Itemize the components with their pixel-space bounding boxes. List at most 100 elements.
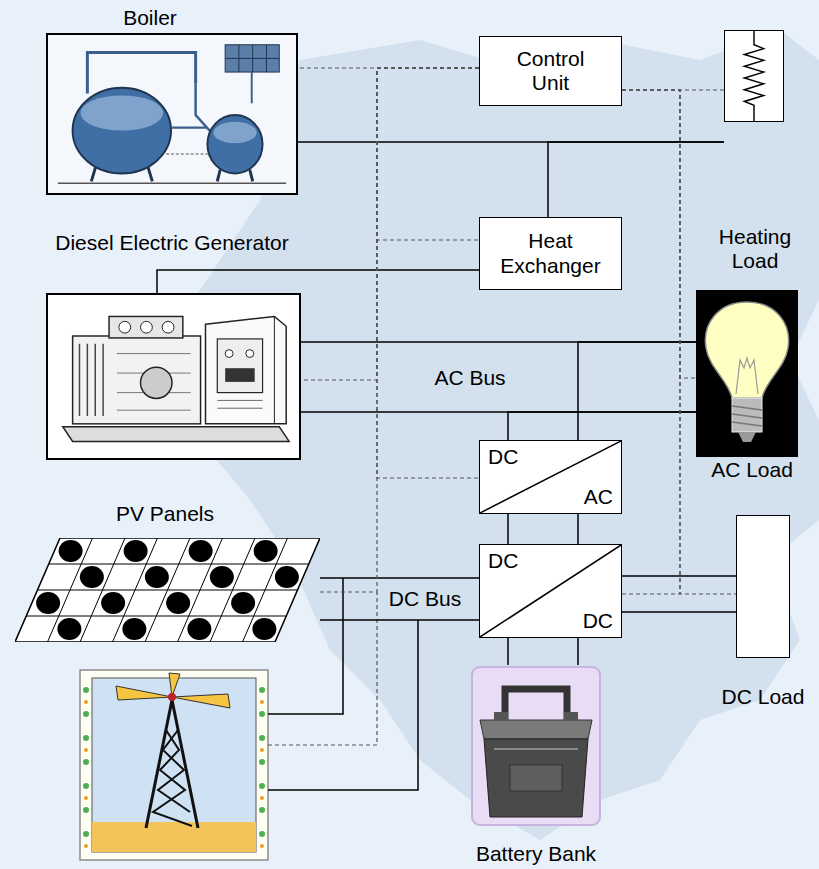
drawing-part: [260, 700, 264, 704]
drawing-part: [83, 711, 89, 717]
drawing-part: [225, 45, 279, 72]
drawing-part: [83, 831, 89, 837]
component-label: Battery Bank: [455, 842, 617, 866]
drawing-part: [153, 730, 192, 826]
drawing-part: [92, 822, 256, 852]
drawing-part: [48, 538, 93, 642]
drawing-part: [146, 700, 198, 828]
drawing-part: [84, 748, 88, 752]
box-label: Control Unit: [501, 47, 601, 95]
power-line: [577, 514, 579, 544]
drawing-part: [48, 295, 299, 458]
drawing-part: [259, 735, 265, 741]
converter-side-label: DC: [488, 549, 518, 573]
drawing-part: [472, 667, 600, 825]
drawing-part: [254, 540, 278, 562]
drawing-part: [260, 844, 264, 848]
drawing-part: [178, 538, 223, 642]
drawing-part: [168, 693, 176, 701]
drawing-part: [736, 358, 758, 394]
drawing-part: [166, 153, 210, 154]
drawing-part: [231, 592, 255, 614]
drawing-part: [58, 183, 286, 184]
control-signal-line: [377, 68, 479, 240]
drawing-part: [79, 344, 103, 416]
drawing-part: [480, 545, 621, 637]
component-label: Heating Load: [701, 225, 809, 273]
wind-turbine-picture: [80, 670, 268, 860]
heating-load-resistor: Heating Load: [724, 30, 784, 122]
drawing-part: [92, 678, 256, 852]
dc-load-box: DC Load: [736, 515, 790, 658]
drawing-part: [251, 72, 253, 103]
drawing-part: [696, 290, 798, 457]
drawing-part: [732, 398, 762, 432]
drawing-part: [84, 796, 88, 800]
drawing-part: [243, 538, 288, 642]
drawing-part: [87, 53, 195, 94]
drawing-part: [158, 730, 190, 812]
control-signal-line: [622, 90, 696, 378]
drawing-part: [83, 759, 89, 765]
pv-panel-array: PV Panels: [15, 538, 320, 642]
drawing-part: [80, 538, 125, 642]
drawing-part: [171, 84, 211, 133]
component-label: PV Panels: [90, 502, 240, 526]
control-signal-line: [622, 90, 680, 594]
drawing-part: [101, 592, 125, 614]
drawing-part: [48, 35, 296, 193]
drawing-part: [15, 538, 320, 642]
dc-dc-converter: DCDC: [479, 544, 622, 638]
drawing-part: [119, 321, 131, 333]
drawing-part: [259, 687, 265, 693]
battery-bank-picture: Battery Bank: [470, 665, 602, 833]
drawing-part: [744, 31, 763, 121]
control-signal-line: [320, 68, 479, 592]
power-line: [508, 412, 696, 440]
drawing-part: [732, 406, 762, 426]
drawing-part: [250, 170, 253, 182]
component-label: Diesel Electric Generator: [22, 231, 322, 255]
power-line: [577, 638, 579, 665]
drawing-part: [210, 566, 234, 588]
drawing-part: [83, 687, 265, 837]
power-line: [578, 342, 696, 440]
drawing-part: [259, 711, 265, 717]
drawing-part: [113, 538, 158, 642]
converter-side-label: DC: [488, 445, 518, 469]
drawing-part: [141, 321, 153, 333]
component-label: AC Load: [690, 458, 814, 482]
drawing-part: [57, 618, 81, 640]
power-line: [622, 611, 736, 613]
drawing-part: [246, 350, 254, 358]
drawing-part: [189, 540, 213, 562]
control-signal-line: [377, 68, 479, 478]
power-line: [548, 142, 724, 217]
drawing-part: [217, 400, 262, 408]
drawing-part: [705, 302, 788, 398]
drawing-part: [73, 88, 171, 174]
drawing-part: [116, 686, 172, 700]
drawing-part: [207, 115, 262, 174]
converter-side-label: AC: [584, 485, 613, 509]
drawing-part: [117, 354, 191, 411]
drawing-part: [59, 540, 83, 562]
pv-panel-array-drawing: [15, 538, 320, 642]
power-line: [320, 577, 479, 579]
drawing-part: [124, 540, 148, 562]
drawing-part: [268, 620, 418, 790]
drawing-part: [187, 618, 211, 640]
control-signal-line: [301, 68, 479, 380]
drawing-part: [259, 783, 265, 789]
drawing-part: [84, 700, 88, 704]
drawing-part: [260, 796, 264, 800]
drawing-part: [83, 735, 89, 741]
drawing-part: [83, 783, 89, 789]
drawing-part: [83, 807, 89, 813]
drawing-part: [36, 592, 60, 614]
heat-exchanger-box: Heat Exchanger: [479, 217, 622, 290]
drawing-part: [225, 350, 233, 358]
control-signal-line: [298, 67, 479, 68]
drawing-part: [84, 844, 88, 848]
diesel-generator-picture-drawing: [48, 295, 299, 458]
